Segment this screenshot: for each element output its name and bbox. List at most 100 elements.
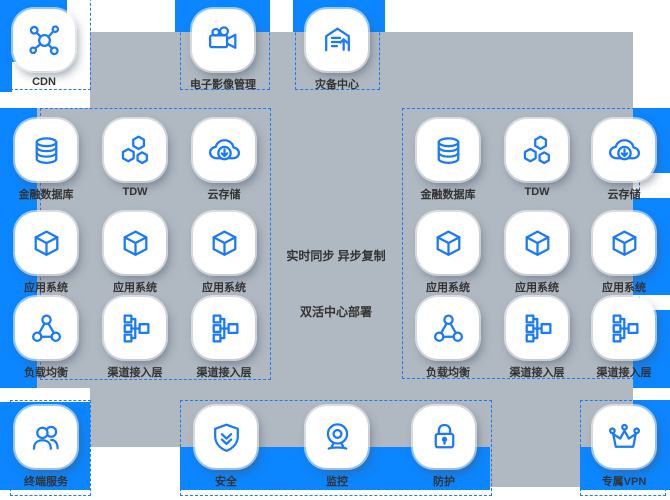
node-imaging: 电子影像管理 — [190, 9, 256, 91]
icon-tile — [104, 212, 166, 274]
node-label: 灾备中心 — [315, 79, 359, 91]
flowchart-icon — [612, 314, 638, 342]
sync-replication-label: 实时同步 异步复制 — [286, 249, 386, 263]
crown-icon — [608, 423, 640, 448]
icon-tile — [193, 212, 255, 274]
icon-tile — [13, 9, 75, 71]
node-label: 渠道接入层 — [509, 367, 565, 379]
node-app-right-1: 应用系统 — [417, 212, 479, 294]
node-channel-left-2: 渠道接入层 — [193, 297, 255, 379]
dashed-box-imaging — [180, 0, 270, 90]
icon-tile — [593, 212, 655, 274]
icon-tile — [306, 406, 368, 468]
cloud-download-icon — [208, 138, 240, 160]
cloud-download-icon — [608, 138, 640, 160]
node-lb-left: 负载均衡 — [15, 297, 77, 379]
node-label: 防护 — [433, 476, 455, 488]
flowchart-icon — [525, 314, 551, 342]
gray-panel-bottom-ext — [490, 447, 580, 487]
node-label: 云存储 — [607, 189, 641, 201]
node-label: 金融数据库 — [18, 189, 74, 201]
node-label: 监控 — [326, 476, 348, 488]
dashed-box-security-group — [180, 400, 492, 496]
node-app-left-3: 应用系统 — [193, 212, 255, 294]
icon-tile — [15, 297, 77, 359]
icon-tile — [104, 297, 166, 359]
dashed-box-drcenter — [295, 0, 380, 90]
node-label: 渠道接入层 — [596, 367, 652, 379]
icon-tile — [417, 212, 479, 274]
node-label: 电子影像管理 — [190, 79, 256, 91]
cube-icon — [34, 230, 58, 256]
icon-tile — [413, 406, 475, 468]
icon-tile — [192, 9, 254, 71]
dashed-box-vpn — [580, 400, 666, 496]
hexagons-icon — [121, 134, 148, 164]
lock-icon — [434, 423, 454, 448]
flowchart-icon — [123, 314, 149, 342]
database-icon — [35, 136, 57, 164]
node-tdw-left: TDW — [104, 119, 166, 198]
icon-tile — [506, 119, 568, 181]
node-label: 专属VPN — [601, 476, 647, 488]
node-vpn: 专属VPN — [593, 406, 655, 488]
icon-tile — [417, 119, 479, 181]
node-channel-right-2: 渠道接入层 — [593, 297, 655, 379]
node-label: TDW — [524, 186, 550, 198]
icon-tile — [193, 119, 255, 181]
node-protection: 防护 — [413, 406, 475, 488]
node-label: 负载均衡 — [426, 367, 470, 379]
video-camera-icon — [208, 25, 236, 49]
node-label: 终端服务 — [24, 476, 68, 488]
node-channel-right-1: 渠道接入层 — [506, 297, 568, 379]
icon-tile — [15, 212, 77, 274]
node-label: TDW — [122, 186, 148, 198]
node-security: 安全 — [195, 406, 257, 488]
node-label: 渠道接入层 — [107, 367, 163, 379]
house-arrow-icon — [324, 27, 350, 51]
dashed-box-terminal — [10, 400, 91, 496]
node-monitoring: 监控 — [306, 406, 368, 488]
node-label: 负载均衡 — [24, 367, 68, 379]
cube-icon — [612, 230, 636, 256]
node-tdw-right: TDW — [506, 119, 568, 198]
dual-active-label: 双活中心部署 — [299, 305, 373, 319]
load-balancer-icon — [31, 314, 61, 342]
icon-tile — [417, 297, 479, 359]
node-app-right-3: 应用系统 — [593, 212, 655, 294]
cdn-network-icon — [28, 24, 59, 55]
webcam-icon — [326, 422, 348, 450]
node-label: 渠道接入层 — [196, 367, 252, 379]
node-cdn: CDN — [13, 9, 75, 88]
blue-block-topleft-tail — [0, 62, 12, 92]
node-label: CDN — [32, 76, 56, 88]
users-icon — [32, 425, 59, 450]
icon-tile — [593, 406, 655, 468]
node-terminal-service: 终端服务 — [15, 406, 77, 488]
load-balancer-icon — [433, 314, 463, 342]
icon-tile — [506, 212, 568, 274]
node-label: 应用系统 — [24, 282, 68, 294]
node-app-right-2: 应用系统 — [506, 212, 568, 294]
node-lb-right: 负载均衡 — [417, 297, 479, 379]
icon-tile — [506, 297, 568, 359]
node-db-left: 金融数据库 — [15, 119, 77, 201]
shield-check-icon — [213, 423, 239, 452]
node-cloudstorage-left: 云存储 — [193, 119, 255, 201]
node-label: 应用系统 — [426, 282, 470, 294]
cube-icon — [212, 230, 236, 256]
icon-tile — [593, 297, 655, 359]
node-label: 应用系统 — [515, 282, 559, 294]
icon-tile — [593, 119, 655, 181]
cube-icon — [436, 230, 460, 256]
node-label: 云存储 — [207, 189, 241, 201]
hexagons-icon — [523, 134, 550, 164]
node-label: 安全 — [215, 476, 237, 488]
node-app-left-2: 应用系统 — [104, 212, 166, 294]
node-app-left-1: 应用系统 — [15, 212, 77, 294]
icon-tile — [195, 406, 257, 468]
flowchart-icon — [212, 314, 238, 342]
icon-tile — [306, 9, 368, 71]
node-label: 应用系统 — [113, 282, 157, 294]
icon-tile — [104, 119, 166, 181]
